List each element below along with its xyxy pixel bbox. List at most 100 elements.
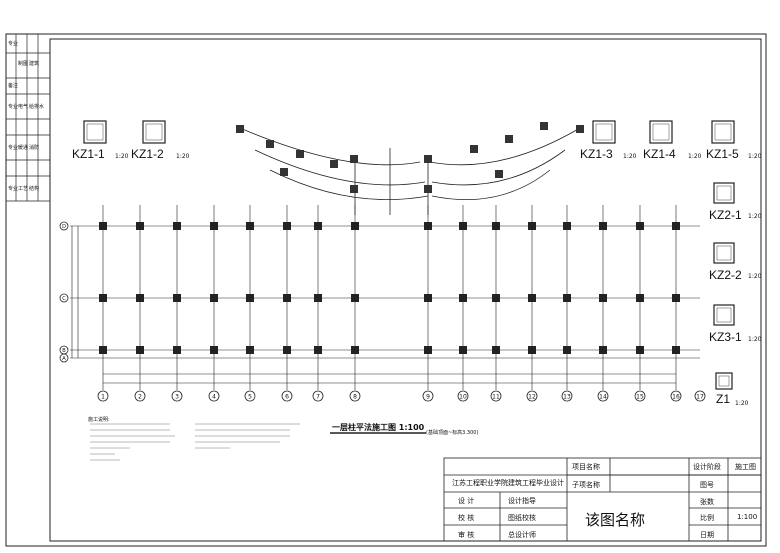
strip-cell: 暖通 [18, 145, 29, 151]
sheets-label: 张数 [700, 498, 714, 506]
section-label: KZ3-1 [709, 330, 742, 344]
section-scale: 1:20 [735, 400, 749, 407]
column-marker [528, 346, 536, 354]
drawing-checker-label: 图纸校核 [508, 514, 536, 522]
chief-designer-label: 设计指导 [508, 497, 536, 505]
axis-number: 5 [248, 394, 252, 401]
axis-number: 17 [696, 394, 704, 401]
strip-cell: 消防 [29, 145, 40, 151]
column-marker [563, 222, 571, 230]
section-scale: 1:20 [748, 273, 762, 280]
axis-bubble [312, 390, 324, 402]
column-marker [283, 222, 291, 230]
column-marker [136, 346, 144, 354]
column-marker [672, 294, 680, 302]
axis-bubble [171, 390, 183, 402]
strip-cell: 结构 [29, 186, 40, 192]
section-label: KZ1-1 [72, 147, 105, 161]
sheet-border [5, 33, 767, 547]
axis-number: 14 [599, 394, 607, 401]
axis-bubble [634, 390, 646, 402]
column-marker [99, 346, 107, 354]
design-stage-label: 设计阶段 [693, 463, 721, 471]
axis-number: 16 [672, 394, 680, 401]
column-marker [283, 346, 291, 354]
section-scale: 1:20 [748, 336, 762, 343]
axis-letter: C [62, 296, 66, 302]
strip-cell: 专业 [8, 145, 19, 151]
drawing-name: 该图名称 [585, 511, 646, 529]
strip-cell: 专业 [8, 104, 19, 110]
column-marker [636, 346, 644, 354]
column-marker [246, 294, 254, 302]
school-name: 江苏工程职业学院建筑工程毕业设计 [452, 479, 564, 487]
column-section-boxes [83, 120, 735, 390]
strip-cell: 备注 [8, 83, 19, 89]
review-label: 校 核 [458, 514, 475, 522]
column-marker [136, 222, 144, 230]
axis-number: 7 [316, 394, 320, 401]
axis-number: 3 [175, 394, 179, 401]
axis-bubble [490, 390, 502, 402]
axis-bubble [97, 390, 109, 402]
column-marker [424, 222, 432, 230]
column-marker [351, 294, 359, 302]
column-marker [246, 222, 254, 230]
column-marker [599, 346, 607, 354]
axis-number: 11 [492, 394, 500, 401]
left-strip-grid [6, 34, 50, 202]
title-block-grid [443, 457, 762, 542]
grid-columns [99, 222, 680, 354]
grid-lines [70, 205, 700, 390]
sub-item-label: 子项名称 [572, 481, 600, 489]
scale-value: 1:100 [737, 513, 758, 521]
column-marker [351, 346, 359, 354]
axis-number: 13 [563, 394, 571, 401]
axis-letter-bubble [59, 353, 69, 363]
drawing-no-label: 图号 [700, 481, 714, 489]
column-marker [459, 346, 467, 354]
axis-number: 4 [212, 394, 216, 401]
column-marker [672, 222, 680, 230]
column-marker [351, 222, 359, 230]
section-label: KZ2-2 [709, 268, 742, 282]
strip-cell: 电气 [18, 104, 29, 110]
section-scale: 1:20 [115, 153, 129, 160]
strip-cell: 专业 [8, 41, 19, 47]
column-marker [283, 294, 291, 302]
axis-number: 12 [528, 394, 536, 401]
inner-border [49, 38, 762, 542]
section-label: KZ2-1 [709, 208, 742, 222]
axis-bubble [422, 390, 434, 402]
column-marker [563, 294, 571, 302]
column-marker [636, 294, 644, 302]
axis-number: 15 [636, 394, 644, 401]
date-label: 日期 [700, 531, 714, 539]
axis-bubble [134, 390, 146, 402]
axis-number: 1 [101, 394, 105, 401]
column-marker [492, 222, 500, 230]
section-label: KZ1-5 [706, 147, 739, 161]
strip-cell: 工艺 [18, 186, 29, 192]
column-marker [246, 346, 254, 354]
notes-lines [90, 423, 300, 461]
axis-bubble [208, 390, 220, 402]
axis-letter-bubble [59, 293, 69, 303]
column-marker [173, 294, 181, 302]
column-marker [173, 346, 181, 354]
axis-letter: B [62, 348, 66, 354]
column-marker [563, 346, 571, 354]
section-label: KZ1-3 [580, 147, 613, 161]
curved-wing-columns [236, 122, 584, 193]
column-marker [424, 346, 432, 354]
column-marker [599, 222, 607, 230]
column-marker [528, 222, 536, 230]
plan-title: 一层柱平法施工图 1:100 [332, 423, 425, 432]
column-marker [136, 294, 144, 302]
axis-bubble [244, 390, 256, 402]
column-marker [636, 222, 644, 230]
axis-bubble [694, 390, 706, 402]
design-stage-value: 施工图 [735, 463, 756, 471]
